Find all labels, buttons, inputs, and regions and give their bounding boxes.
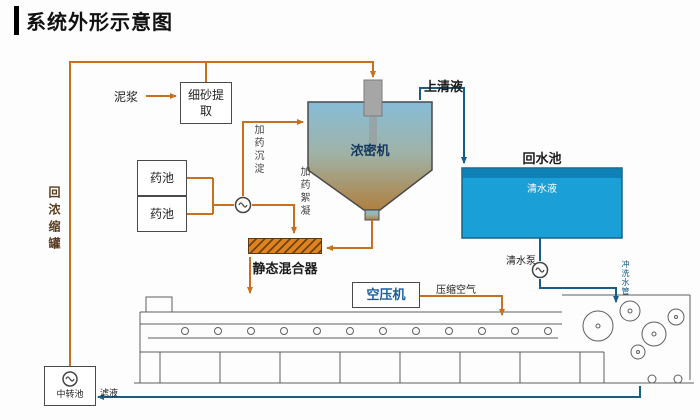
sand-extraction-label: 细砂提取 <box>187 87 224 118</box>
transfer-pool-label: 中转池 <box>56 389 84 399</box>
static-mixer-label: 静态混合器 <box>252 261 318 276</box>
press-belt-rollers <box>181 327 552 335</box>
press-legs <box>159 352 605 383</box>
air-compressor-label: 空压机 <box>366 287 406 303</box>
supernatant-label: 上清液 <box>424 79 464 94</box>
static-mixer-shape <box>248 238 322 254</box>
press-head-rollers <box>582 300 685 360</box>
return-water-pool-tank <box>461 167 623 239</box>
return-concentrate-tank-label: 回浓缩罐 <box>47 186 61 254</box>
mud-label: 泥浆 <box>114 90 139 104</box>
chemical-pool-b-box: 药池 <box>137 196 187 232</box>
page-title: 系统外形示意图 <box>14 6 173 35</box>
belt-filter-press <box>134 294 694 384</box>
press-feed-hopper <box>145 296 173 313</box>
air-compressor-box: 空压机 <box>352 282 420 308</box>
chemical-pool-a-box: 药池 <box>137 160 187 196</box>
sand-extraction-box: 细砂提取 <box>180 82 232 124</box>
thickener-inlet-pipe <box>363 79 383 117</box>
wash-water-pipe-label: 冲洗水管 <box>621 260 630 296</box>
thickener-tank <box>307 79 433 221</box>
clear-water-pump-icon <box>531 261 549 279</box>
dosing-pump-icon <box>234 196 252 214</box>
clear-water-label: 清水液 <box>527 184 557 195</box>
press-wheel <box>647 374 657 384</box>
chemical-pool-b-label: 药池 <box>149 206 174 221</box>
filtrate-label: 滤液 <box>100 388 119 398</box>
return-water-pool-label: 回水池 <box>522 151 562 166</box>
thickener-label: 浓密机 <box>350 143 390 158</box>
dosing-sedimentation-label: 加药沉淀 <box>252 124 263 176</box>
transfer-pool-box: 中转池 <box>44 366 96 406</box>
compressed-air-label: 压缩空气 <box>436 285 476 296</box>
press-wheel <box>673 374 683 384</box>
chemical-pool-a-label: 药池 <box>149 170 174 185</box>
clear-water-pump-label: 清水泵 <box>506 256 536 267</box>
dosing-flocculation-label: 加药絮凝 <box>298 166 309 218</box>
slurry-flow-lines <box>69 61 505 366</box>
transfer-pump-icon <box>62 371 78 387</box>
water-flow-lines <box>97 87 641 400</box>
